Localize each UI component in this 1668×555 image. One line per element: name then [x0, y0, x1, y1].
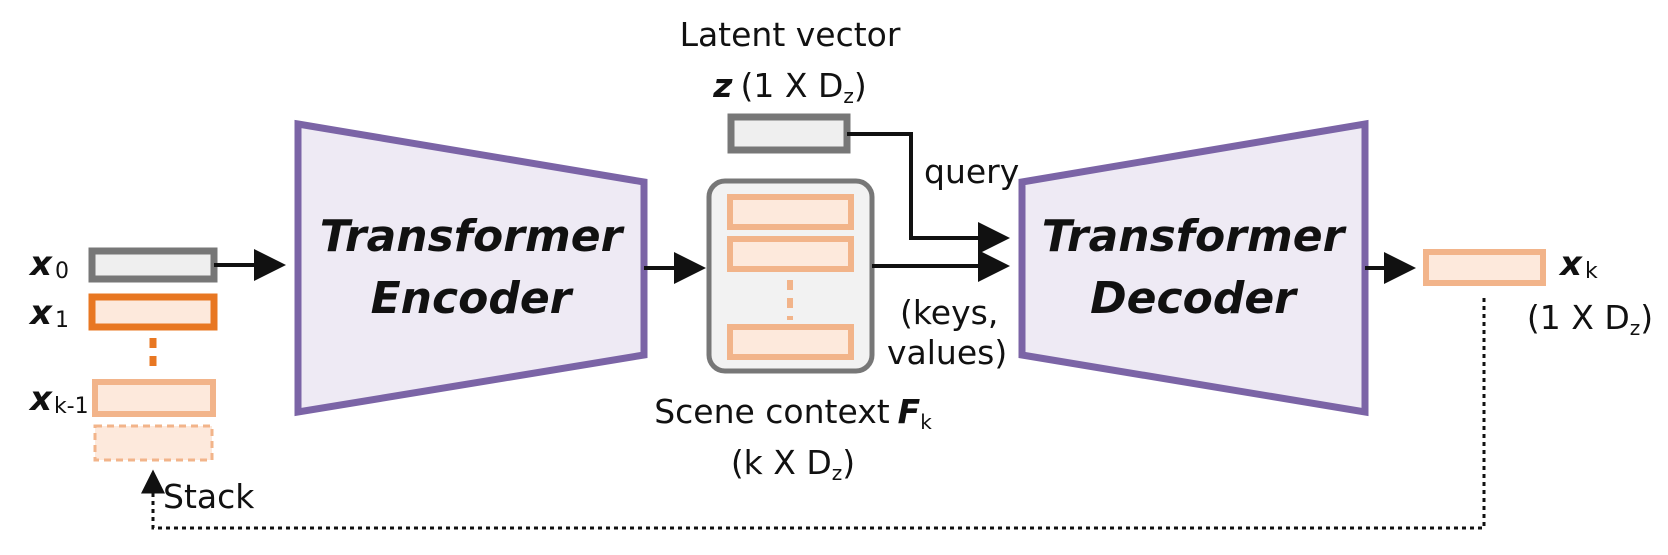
output-dims: (1 X Dz): [1527, 298, 1653, 340]
decoder-label-line2: Decoder: [1090, 273, 1298, 324]
decoder-label-line1: Transformer: [1042, 211, 1347, 262]
context-token-k: [727, 324, 854, 360]
output-token-box: [1423, 249, 1546, 286]
latent-vector-dims: z(1 X Dz): [712, 66, 866, 108]
next-slot-box: [93, 424, 214, 462]
query-arrow: [847, 132, 1010, 254]
latent-vector-box: [727, 113, 851, 154]
transformer-encoder: [294, 119, 648, 417]
x1-box: [88, 293, 218, 331]
context-token-1: [727, 194, 854, 230]
encoder-label-line1: Transformer: [320, 211, 625, 262]
query-label: query: [924, 152, 1019, 191]
scene-context-dims: (k X Dz): [731, 443, 855, 485]
latent-vector-title: Latent vector: [680, 15, 901, 54]
values-label: values): [887, 333, 1007, 372]
xk1-box: [92, 379, 216, 417]
keys-label: (keys,: [900, 293, 998, 332]
context-token-2: [727, 236, 854, 272]
encoder-label-line2: Encoder: [371, 273, 574, 324]
stack-label: Stack: [163, 477, 255, 516]
feedback-loop-arrow: [141, 298, 1486, 530]
xk1-label: xk-1: [28, 379, 89, 419]
x0-box: [88, 247, 218, 283]
transformer-decoder: [1018, 119, 1369, 417]
